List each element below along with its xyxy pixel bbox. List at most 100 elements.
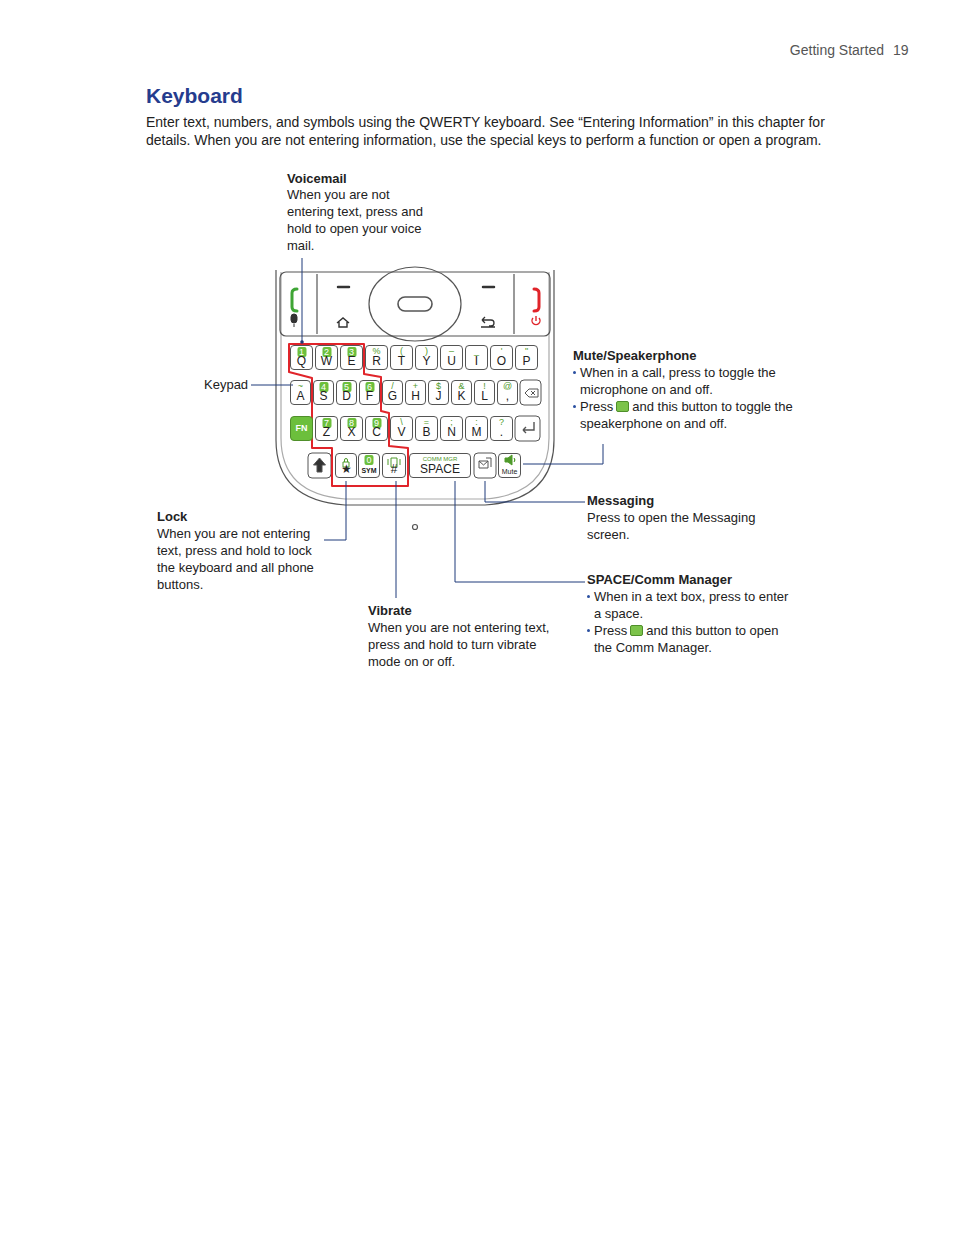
keyboard-key: FN <box>290 416 313 441</box>
letter-legend: E <box>341 355 362 368</box>
callout-heading: Vibrate <box>368 602 568 619</box>
keyboard-key: 4S <box>313 380 334 405</box>
letter-legend: R <box>366 355 387 368</box>
bullet-item: Pressand this button to open the Comm Ma… <box>587 622 794 656</box>
letter-legend: I <box>466 355 487 368</box>
keyboard-key: ★ <box>335 453 357 478</box>
letter-legend: F <box>360 390 379 403</box>
keyboard-key: @, <box>497 380 518 405</box>
keyboard-key: 3E <box>340 345 363 370</box>
letter-legend: Z <box>316 426 337 439</box>
letter-legend: Y <box>416 355 437 368</box>
key-legend: Mute <box>499 468 520 476</box>
keyboard-key: # <box>382 453 406 478</box>
bullet-item: When in a call, press to toggle the micr… <box>573 364 795 398</box>
keyboard-key: COMM MGRSPACE <box>409 453 471 478</box>
letter-legend: L <box>475 390 494 403</box>
keyboard-key: )Y <box>415 345 438 370</box>
keyboard-key: !L <box>474 380 495 405</box>
bullet-text: Press <box>594 623 627 638</box>
letter-legend: H <box>406 390 425 403</box>
keyboard-key: ?. <box>490 416 513 441</box>
keyboard-key: /G <box>382 380 403 405</box>
page-title: Keyboard <box>146 84 243 108</box>
letter-legend: O <box>491 355 512 368</box>
keyboard-key: :M <box>465 416 488 441</box>
letter-legend: SYM <box>359 466 379 475</box>
callout-heading: Lock <box>157 508 327 525</box>
letter-legend: B <box>416 426 437 439</box>
running-header: Getting Started <box>790 42 884 58</box>
letter-legend: C <box>366 426 387 439</box>
bullet-text: Press <box>580 399 613 414</box>
letter-legend: T <box>391 355 412 368</box>
keyboard-key: "P <box>515 345 538 370</box>
bullet-text: When in a call, press to toggle the micr… <box>580 365 776 397</box>
key-legend: FN <box>291 423 312 434</box>
page-number: 19 <box>893 42 909 58</box>
callout-text: When you are not entering text, press an… <box>368 619 558 670</box>
callout-heading: SPACE/Comm Manager <box>587 571 787 588</box>
keyboard-key: =B <box>415 416 438 441</box>
letter-legend: , <box>498 390 517 403</box>
keyboard-key: 0SYM <box>358 453 380 478</box>
bullet-dot <box>573 405 576 408</box>
key-legend: # <box>383 463 405 476</box>
keyboard-key: $J <box>428 380 449 405</box>
number-legend: 0 <box>364 455 373 465</box>
bullet-text: When in a text box, press to enter a spa… <box>594 589 788 621</box>
keyboard-key: ;N <box>440 416 463 441</box>
letter-legend: K <box>452 390 471 403</box>
keyboard-key: 1Q <box>290 345 313 370</box>
bullet-dot <box>587 629 590 632</box>
letter-legend: V <box>391 426 412 439</box>
callout-text: Press to open the Messaging screen. <box>587 509 777 543</box>
keyboard-key: 8X <box>340 416 363 441</box>
callout-heading: Messaging <box>587 492 787 509</box>
keyboard-key: 6F <box>359 380 380 405</box>
symbol-legend: COMM MGR <box>410 455 470 463</box>
letter-legend: D <box>337 390 356 403</box>
keyboard-key: +H <box>405 380 426 405</box>
keyboard-key: ~A <box>290 380 311 405</box>
keyboard-key: 2W <box>315 345 338 370</box>
letter-legend: W <box>316 355 337 368</box>
keyboard-key: &K <box>451 380 472 405</box>
bullet-item: When in a text box, press to enter a spa… <box>587 588 794 622</box>
keyboard-key: %R <box>365 345 388 370</box>
callout-text: When you are not entering text, press an… <box>287 186 432 254</box>
keyboard-key: 5D <box>336 380 357 405</box>
key-legend: ★ <box>336 463 356 476</box>
keyboard-key: (T <box>390 345 413 370</box>
letter-legend: X <box>341 426 362 439</box>
keyboard-key: _I <box>465 345 488 370</box>
keyboard-key: 'O <box>490 345 513 370</box>
letter-legend: S <box>314 390 333 403</box>
keyboard-key: 9C <box>365 416 388 441</box>
letter-legend: Q <box>291 355 312 368</box>
letter-legend: SPACE <box>410 463 470 476</box>
keyboard-key: Mute <box>498 453 521 478</box>
bullet-item: Pressand this button to toggle the speak… <box>573 398 795 432</box>
keyboard-key: –U <box>440 345 463 370</box>
letter-legend: N <box>441 426 462 439</box>
keyboard-key: \V <box>390 416 413 441</box>
bullet-dot <box>573 371 576 374</box>
letter-legend: J <box>429 390 448 403</box>
keyboard-key: 7Z <box>315 416 338 441</box>
bullet-dot <box>587 595 590 598</box>
letter-legend: . <box>491 426 512 439</box>
letter-legend: G <box>383 390 402 403</box>
fn-key-icon <box>630 625 643 636</box>
callout-text: When you are not entering text, press an… <box>157 525 320 593</box>
intro-text: Enter text, numbers, and symbols using t… <box>146 113 861 149</box>
callout-heading: Voicemail <box>287 170 437 187</box>
callout-heading: Mute/Speakerphone <box>573 347 793 364</box>
letter-legend: P <box>516 355 537 368</box>
letter-legend: A <box>291 390 310 403</box>
callout-label: Keypad <box>204 376 248 393</box>
letter-legend: M <box>466 426 487 439</box>
fn-key-icon <box>616 401 629 412</box>
